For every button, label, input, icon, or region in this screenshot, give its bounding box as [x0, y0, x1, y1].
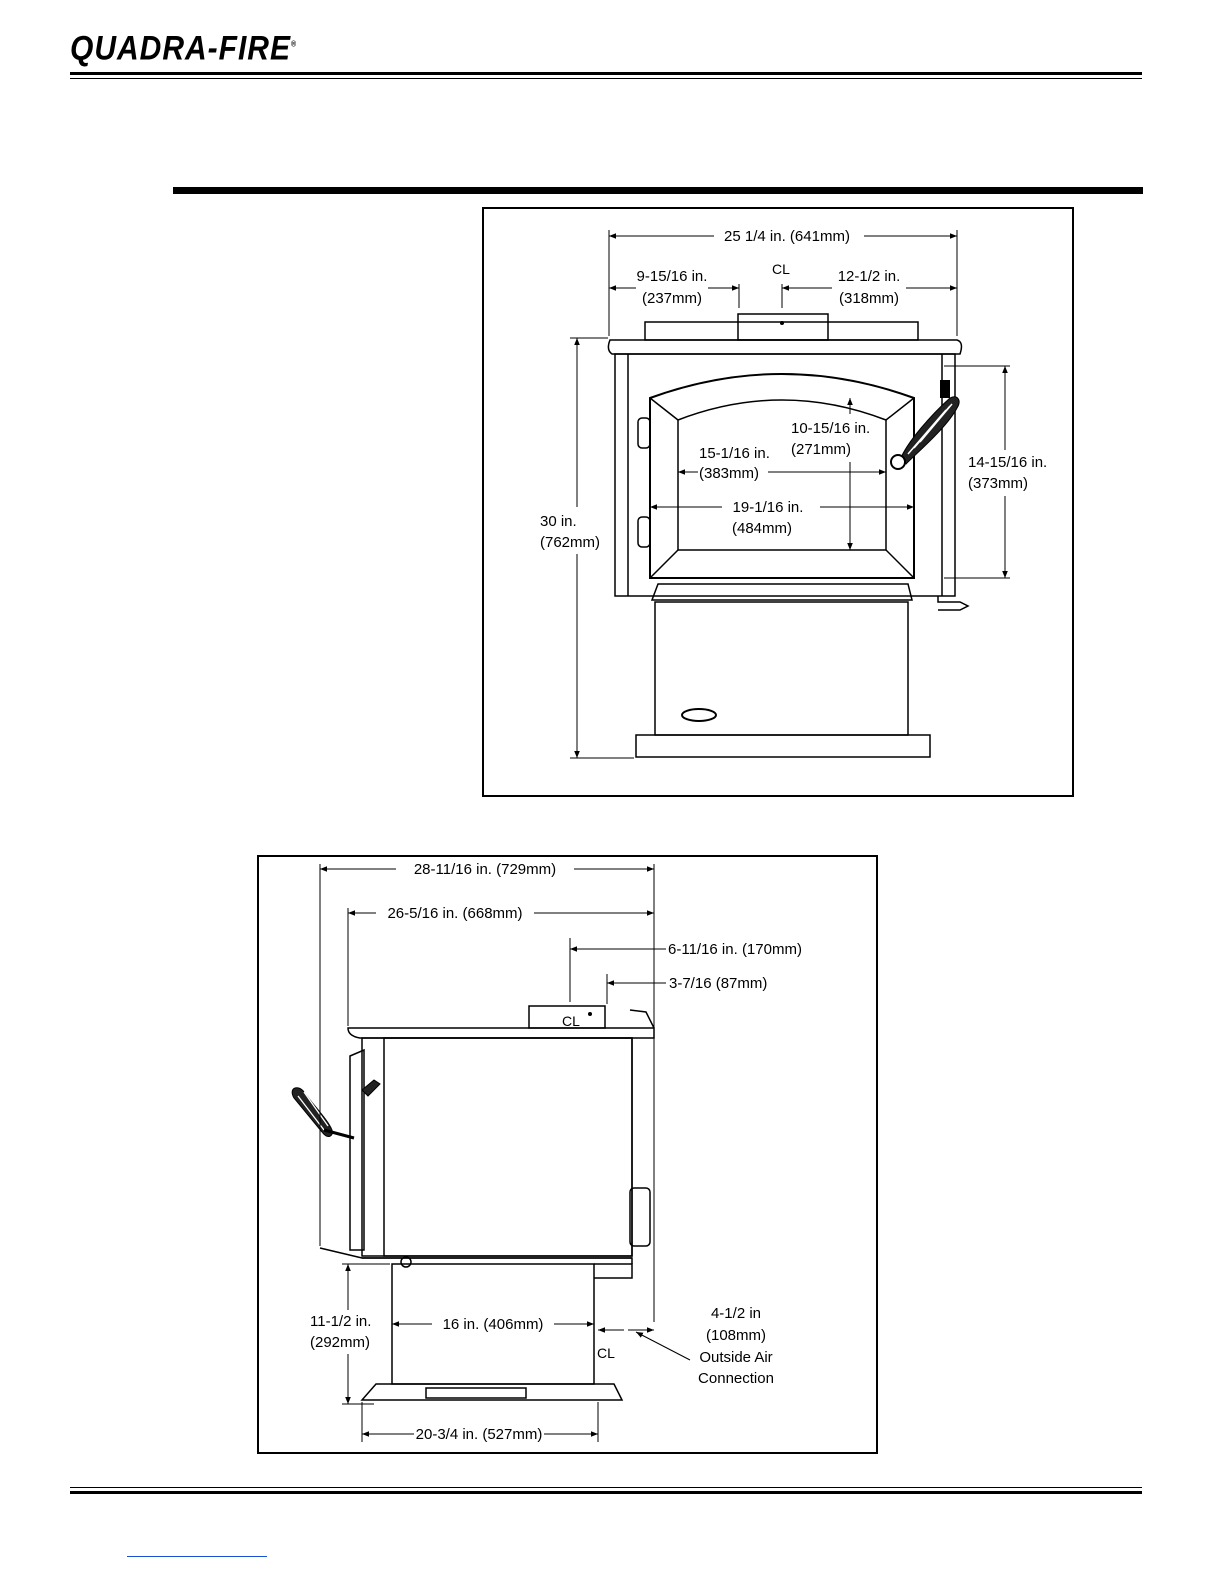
door-height-in-label: 14-15/16 in.: [968, 454, 1047, 471]
back-to-flue-edge-label: 3-7/16 (87mm): [669, 975, 767, 992]
back-to-flue-center-label: 6-11/16 in. (170mm): [668, 941, 802, 958]
section-rule: [173, 187, 1143, 194]
registered-mark: ®: [291, 40, 298, 49]
badge-icon: [681, 708, 717, 722]
glass-width-in-label: 15-1/16 in.: [699, 445, 770, 462]
door-height-mm-label: (373mm): [968, 475, 1028, 492]
header-rule-thin: [70, 78, 1142, 79]
footer-rule-thin: [70, 1487, 1142, 1488]
header-rule-thick: [70, 72, 1142, 75]
flue-to-right-mm-label: (318mm): [839, 290, 899, 307]
outside-air-label-line1: Outside Air: [699, 1349, 772, 1366]
front-centerline-symbol: CL: [772, 261, 790, 277]
side-centerline-symbol: CL: [562, 1013, 580, 1029]
brand-logo: QUADRA-FIRE®: [70, 29, 297, 68]
glass-width-mm-label: (383mm): [699, 465, 759, 482]
side-view-drawing: 28-11/16 in. (729mm) 26-5/16 in. (668mm)…: [291, 861, 802, 1443]
glass-height-mm-label: (271mm): [791, 441, 851, 458]
front-view-figure: 25 1/4 in. (641mm) 9-15/16 in. (237mm) 1…: [482, 207, 1074, 797]
overall-depth-label: 28-11/16 in. (729mm): [414, 861, 556, 878]
outside-air-label-line2: Connection: [698, 1370, 774, 1387]
flue-to-right-in-label: 12-1/2 in.: [838, 268, 901, 285]
outside-air-in-label: 4-1/2 in: [711, 1305, 761, 1322]
pedestal-width-label: 16 in. (406mm): [443, 1316, 544, 1333]
overall-height-mm-label: (762mm): [540, 534, 600, 551]
overall-width-label: 25 1/4 in. (641mm): [724, 228, 850, 245]
door-width-in-label: 19-1/16 in.: [733, 499, 804, 516]
outside-air-mm-label: (108mm): [706, 1327, 766, 1344]
side-view-figure: 28-11/16 in. (729mm) 26-5/16 in. (668mm)…: [257, 855, 878, 1454]
door-handle-icon: [890, 380, 960, 470]
floor-to-bottom-in-label: 11-1/2 in.: [310, 1313, 371, 1330]
outside-air-centerline-symbol: CL: [597, 1345, 615, 1361]
left-to-flue-in-label: 9-15/16 in.: [637, 268, 708, 285]
footer-link-underline[interactable]: [127, 1556, 267, 1557]
footer-rule-thick: [70, 1491, 1142, 1494]
brand-name: QUADRA-FIRE: [70, 29, 291, 68]
door-width-mm-label: (484mm): [732, 520, 792, 537]
body-depth-label: 26-5/16 in. (668mm): [387, 905, 522, 922]
left-to-flue-mm-label: (237mm): [642, 290, 702, 307]
floor-to-bottom-mm-label: (292mm): [310, 1334, 370, 1351]
front-view-drawing: 25 1/4 in. (641mm) 9-15/16 in. (237mm) 1…: [540, 228, 1047, 759]
overall-height-in-label: 30 in.: [540, 513, 577, 530]
base-width-label: 20-3/4 in. (527mm): [416, 1426, 543, 1443]
side-handle-icon: [291, 1079, 381, 1140]
glass-height-in-label: 10-15/16 in.: [791, 420, 870, 437]
